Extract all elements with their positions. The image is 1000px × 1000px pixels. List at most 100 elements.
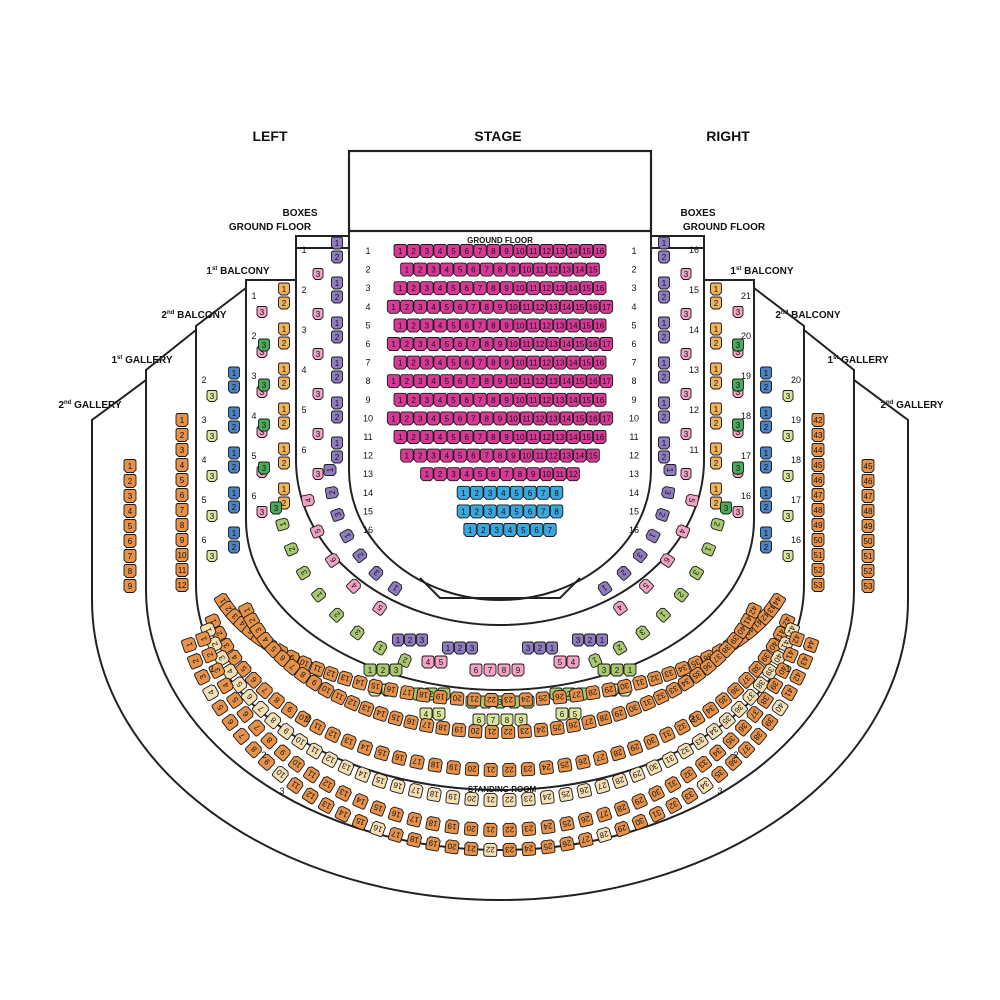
seat-ground-floor[interactable]: 5 — [453, 262, 467, 277]
seat-gallery1-row2[interactable]: 27 — [581, 714, 597, 730]
seat-ground-floor[interactable]: 8 — [549, 504, 564, 519]
seat-balcony2-ring[interactable]: 2 — [710, 517, 725, 532]
seat-ground-floor[interactable]: 10 — [519, 448, 534, 463]
seat-gallery2-row4[interactable]: 20 — [463, 821, 479, 837]
seat-shape[interactable] — [413, 337, 427, 351]
seat-ground-floor[interactable]: 9 — [506, 262, 520, 277]
seat-gallery2-row2[interactable]: 15 — [374, 745, 390, 762]
seat-balcony2[interactable]: 8 — [500, 713, 514, 727]
seat-box-ground[interactable]: 3 — [312, 388, 324, 400]
seat-ground-floor[interactable]: 5 — [446, 430, 461, 444]
seat-ground-floor[interactable]: 6 — [460, 392, 474, 407]
seat-shape[interactable] — [811, 428, 825, 442]
seat-gallery2-row4[interactable]: 25 — [559, 816, 575, 832]
seat-ground-floor[interactable]: 6 — [453, 299, 467, 314]
seat-shape[interactable] — [434, 655, 448, 669]
seat-shape[interactable] — [519, 337, 534, 351]
seat-shape[interactable] — [372, 640, 389, 656]
seat-ground-floor[interactable]: 15 — [579, 318, 594, 333]
seat-shape[interactable] — [559, 299, 574, 314]
seat-shape[interactable] — [393, 281, 407, 296]
seat-shape[interactable] — [861, 474, 875, 488]
seat-shape[interactable] — [616, 565, 632, 581]
seat-ground-floor[interactable]: 3 — [490, 523, 504, 537]
seat-gallery2-row3[interactable]: 21 — [483, 792, 498, 807]
seat-shape[interactable] — [278, 322, 290, 336]
seat-shape[interactable] — [499, 392, 514, 407]
seat-gallery2-left[interactable]: 8 — [123, 564, 137, 578]
seat-shape[interactable] — [586, 374, 600, 389]
seat-ground-floor[interactable]: 5 — [440, 337, 454, 351]
seat-shape[interactable] — [466, 262, 481, 277]
seat-shape[interactable] — [175, 503, 189, 517]
seat-shape[interactable] — [680, 428, 692, 440]
seat-gallery1-left[interactable]: 2 — [175, 428, 189, 442]
seat-shape[interactable] — [658, 436, 670, 450]
seat-shape[interactable] — [760, 366, 772, 380]
seat-shape[interactable] — [339, 528, 355, 544]
seat-balcony2[interactable]: 3 — [720, 501, 732, 515]
seat-gallery2-row5[interactable]: 27 — [577, 832, 594, 848]
seat-gallery1-row2[interactable]: 18 — [435, 720, 451, 736]
seat-box-ground[interactable]: 2 — [331, 450, 343, 464]
seat-gallery2-row3[interactable]: 27 — [594, 778, 611, 795]
seat-shape[interactable] — [553, 655, 567, 669]
seat-shape[interactable] — [523, 504, 537, 519]
seat-shape[interactable] — [526, 355, 540, 370]
seat-ground-floor[interactable]: 14 — [559, 337, 574, 351]
seat-box-ring[interactable]: 1 — [597, 580, 613, 596]
seat-shape[interactable] — [573, 411, 587, 426]
seat-ground-floor[interactable]: 10 — [513, 244, 527, 258]
seat-box-ground[interactable]: 2 — [658, 250, 670, 264]
seat-gallery2-row2[interactable]: 23 — [520, 761, 536, 777]
seat-shape[interactable] — [663, 464, 677, 476]
seat-ground-floor[interactable]: 11 — [526, 430, 540, 444]
seat-gallery2-right[interactable]: 52 — [861, 564, 875, 578]
seat-shape[interactable] — [553, 281, 567, 296]
seat-gallery2-row2[interactable]: 16 — [391, 750, 408, 766]
seat-ground-floor[interactable]: 3 — [413, 411, 427, 426]
seat-shape[interactable] — [420, 392, 434, 407]
seat-box-ground[interactable]: 1 — [331, 236, 343, 250]
seat-gallery2-row3[interactable]: 20 — [464, 791, 479, 807]
seat-shape[interactable] — [861, 489, 875, 503]
seat-shape[interactable] — [393, 392, 407, 407]
seat-ground-floor[interactable]: 4 — [440, 448, 454, 463]
seat-shape[interactable] — [469, 663, 483, 677]
seat-ground-floor[interactable]: 12 — [539, 355, 554, 370]
seat-ground-floor[interactable]: 11 — [526, 318, 540, 333]
seat-balcony1[interactable]: 2 — [710, 456, 722, 470]
seat-gallery2-row2[interactable]: 21 — [483, 762, 498, 777]
seat-gallery2-row2[interactable]: 22 — [502, 762, 517, 777]
seat-shape[interactable] — [416, 687, 432, 703]
seat-box-ring[interactable]: 3 — [661, 486, 676, 500]
seat-gallery1-row1[interactable]: 22 — [484, 692, 499, 707]
seat-shape[interactable] — [206, 550, 218, 562]
seat-gallery2-row4[interactable]: 36 — [734, 718, 752, 737]
seat-shape[interactable] — [552, 689, 568, 705]
seat-gallery2-row4[interactable]: 15 — [369, 800, 387, 817]
seat-shape[interactable] — [623, 663, 637, 677]
seat-shape[interactable] — [632, 547, 648, 564]
seat-ground-floor[interactable]: 7 — [543, 523, 557, 537]
seat-shape[interactable] — [228, 540, 240, 554]
seat-balcony1[interactable]: 2 — [278, 336, 290, 350]
seat-shape[interactable] — [456, 485, 471, 500]
seat-shape[interactable] — [228, 406, 240, 420]
seat-ground-floor[interactable]: 8 — [480, 337, 494, 351]
seat-gallery2-row5[interactable]: 37 — [737, 740, 756, 759]
seat-box-ring[interactable]: 1 — [339, 528, 355, 544]
seat-shape[interactable] — [710, 482, 722, 496]
seat-ground-floor[interactable]: 1 — [393, 392, 407, 407]
seat-ground-floor[interactable]: 3 — [483, 504, 497, 519]
seat-balcony1[interactable]: 2 — [710, 296, 722, 310]
seat-gallery2-row4[interactable]: 17 — [406, 811, 423, 828]
seat-balcony2[interactable]: 7 — [486, 713, 500, 727]
seat-shape[interactable] — [258, 338, 270, 352]
seat-ground-floor[interactable]: 11 — [533, 262, 547, 277]
seat-ground-floor[interactable]: 11 — [519, 374, 534, 389]
seat-shape[interactable] — [566, 430, 580, 444]
seat-ground-floor[interactable]: 12 — [539, 430, 554, 444]
seat-ground-floor[interactable]: 4 — [496, 504, 511, 519]
seat-gallery2-left[interactable]: 9 — [123, 579, 137, 593]
